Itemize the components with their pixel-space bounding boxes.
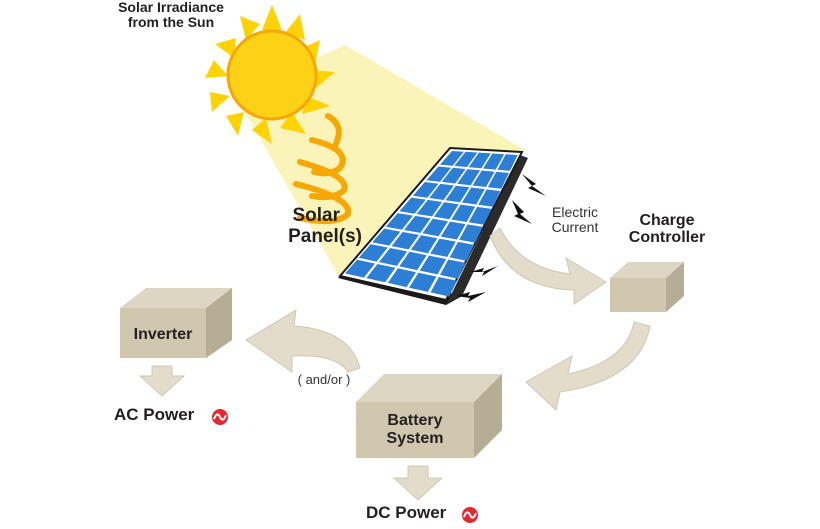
panel-cell xyxy=(440,259,466,279)
current-label: Electric Current xyxy=(540,204,610,236)
arrow-battery-to-inverter xyxy=(245,309,361,373)
panel-cell xyxy=(422,218,448,237)
panel-cell xyxy=(468,206,492,225)
panel-cell xyxy=(497,154,518,171)
inverter-box xyxy=(120,288,232,358)
controller-label-line2: Controller xyxy=(628,229,706,247)
panel-cell xyxy=(440,221,466,240)
panel-cell xyxy=(445,185,470,203)
panel-cell xyxy=(461,187,485,205)
arrow-inverter-to-ac xyxy=(138,365,186,397)
panel-cell xyxy=(391,232,419,250)
controller-label: Charge Controller xyxy=(614,212,720,247)
panel-cell xyxy=(472,170,495,187)
panel-cell xyxy=(459,224,483,243)
current-label-line2: Current xyxy=(551,219,599,236)
panel-cell xyxy=(410,235,438,254)
panel-cell xyxy=(345,259,375,278)
panel-cell xyxy=(430,238,456,257)
irradiance-waves xyxy=(293,113,352,225)
panel-cell xyxy=(366,264,396,283)
panel-cell xyxy=(483,153,505,170)
battery-label: Battery System xyxy=(356,412,474,447)
panel-cell xyxy=(434,202,459,220)
panel-cell xyxy=(416,199,443,217)
panel-cell xyxy=(409,272,437,292)
sun-icon xyxy=(205,5,335,144)
panel-cell xyxy=(429,183,454,200)
battery-label-line2: System xyxy=(386,429,444,447)
controller-label-line1: Charge xyxy=(639,212,695,229)
panel-cell xyxy=(478,189,501,207)
arrow-battery-to-dc xyxy=(392,465,444,501)
panel-cell xyxy=(379,248,408,266)
panel-cell xyxy=(412,182,439,198)
panel-cells xyxy=(345,151,518,297)
panel-cell xyxy=(430,277,457,297)
sun-label: Solar Irradiance from the Sun xyxy=(96,0,246,30)
sun-label-line2: from the Sun xyxy=(127,14,215,31)
panel-label-line2: Panel(s) xyxy=(288,225,362,247)
panel-cell xyxy=(372,228,401,246)
panel-cell xyxy=(441,167,466,184)
panel-label-line1: Solar xyxy=(292,205,340,226)
panel-cell xyxy=(454,151,478,167)
panel-cell xyxy=(440,151,464,166)
power-wave-icon xyxy=(462,507,478,523)
arrow-controller-to-battery xyxy=(525,321,651,411)
panel-cell xyxy=(451,204,476,222)
panel-cell xyxy=(399,251,427,271)
panel-cell xyxy=(385,213,414,230)
dc-power-label: DC Power xyxy=(366,503,447,522)
panel-cell xyxy=(399,197,426,214)
panel-cell xyxy=(358,244,388,262)
charge-controller-box xyxy=(610,262,684,312)
current-label-line1: Electric xyxy=(552,204,598,220)
ac-power-label: AC Power xyxy=(114,405,195,424)
panel-cell xyxy=(449,241,475,261)
panel-label: Solar Panel(s) xyxy=(262,205,362,247)
panel-cell xyxy=(487,171,509,189)
sun-label-line1: Solar Irradiance xyxy=(118,0,224,15)
and-or-label: ( and/or ) xyxy=(297,372,351,387)
panel-cell xyxy=(419,255,447,275)
solar-panel xyxy=(338,146,528,305)
panel-cell xyxy=(468,152,491,169)
power-wave-icon xyxy=(212,409,228,425)
panel-cell xyxy=(457,169,481,186)
battery-label-line1: Battery xyxy=(387,412,443,429)
panel-cell xyxy=(426,166,452,182)
lightning-bolt-icon xyxy=(456,174,546,302)
battery-box xyxy=(356,374,502,458)
panel-cell xyxy=(387,268,416,288)
panel-cell xyxy=(404,215,431,233)
inverter-label: Inverter xyxy=(133,326,193,343)
arrow-panel-to-controller xyxy=(489,227,607,305)
